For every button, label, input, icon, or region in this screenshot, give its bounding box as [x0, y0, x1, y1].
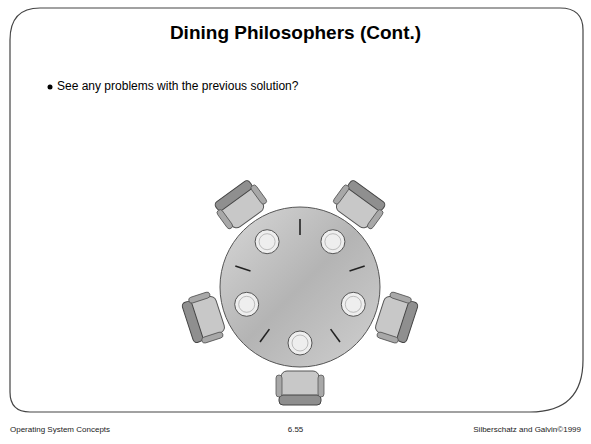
plate: [321, 230, 345, 254]
plate: [235, 292, 259, 316]
plate-rim: [292, 335, 308, 351]
chair-arm: [216, 209, 234, 230]
chair-back: [214, 179, 254, 212]
plate: [341, 292, 365, 316]
chair-arm: [332, 184, 350, 205]
plate: [255, 230, 279, 254]
chair-arm: [276, 375, 282, 397]
chair-back: [396, 300, 418, 343]
chair-back: [181, 300, 203, 343]
chopstick: [260, 329, 269, 342]
chopstick: [235, 266, 250, 271]
chairs: [180, 177, 419, 405]
plate-rim: [239, 296, 255, 312]
plate-rim: [345, 296, 361, 312]
plate-rim: [259, 234, 275, 250]
chair-arm: [250, 184, 268, 205]
plate: [288, 331, 312, 355]
chair: [276, 371, 324, 405]
chopsticks: [235, 219, 364, 342]
round-table: [220, 207, 380, 367]
chair-arm: [376, 331, 399, 344]
chair-arm: [366, 209, 384, 230]
slide-title: Dining Philosophers (Cont.): [0, 22, 591, 44]
plate-rim: [325, 234, 341, 250]
chair-back: [347, 179, 387, 212]
chair-arm: [318, 375, 324, 397]
chopstick: [350, 266, 365, 271]
footer-left: Operating System Concepts: [10, 425, 110, 434]
footer-right: Silberschatz and Galvin©1999: [473, 425, 581, 434]
chopstick: [331, 329, 340, 342]
chair-arm: [188, 291, 211, 304]
plates: [235, 230, 366, 355]
chopstick: [299, 219, 301, 235]
bullet-text: See any problems with the previous solut…: [57, 79, 298, 93]
bullet-dot: [48, 85, 53, 90]
chair-arm: [389, 291, 412, 304]
slide-frame: [10, 8, 583, 412]
chair-arm: [201, 331, 224, 344]
chair-back: [279, 395, 321, 405]
